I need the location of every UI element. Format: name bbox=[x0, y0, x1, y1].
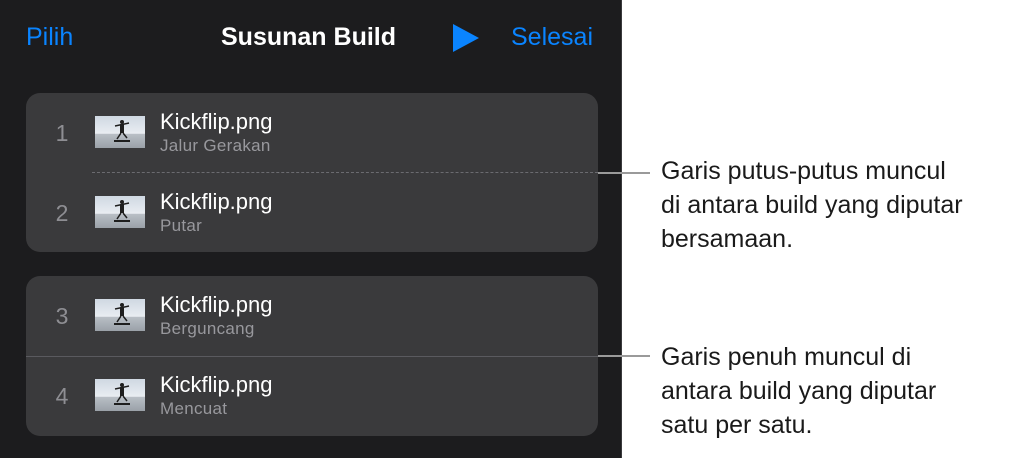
build-number: 2 bbox=[55, 200, 69, 226]
build-row[interactable]: 4 Kickflip.png Mencuat bbox=[26, 356, 598, 436]
play-icon[interactable] bbox=[451, 24, 479, 52]
build-number: 1 bbox=[55, 120, 69, 146]
build-row[interactable]: 2 Kickflip.png Putar bbox=[26, 173, 598, 253]
image-thumbnail bbox=[95, 299, 145, 331]
build-order-panel: Pilih Susunan Build Selesai 1 Kickflip.p… bbox=[0, 0, 622, 458]
panel-title: Susunan Build bbox=[221, 23, 396, 51]
done-button[interactable]: Selesai bbox=[511, 23, 593, 51]
build-number: 4 bbox=[55, 383, 69, 409]
file-name: Kickflip.png bbox=[160, 372, 273, 397]
file-name: Kickflip.png bbox=[160, 189, 273, 214]
file-name: Kickflip.png bbox=[160, 109, 273, 134]
callout-solid-text: Garis penuh muncul di antara build yang … bbox=[661, 343, 937, 439]
build-group-sequential: 3 Kickflip.png Berguncang 4 Kickflip.png… bbox=[26, 276, 598, 436]
solid-separator bbox=[26, 356, 598, 357]
image-thumbnail bbox=[95, 379, 145, 411]
dashed-separator bbox=[92, 172, 598, 173]
select-button[interactable]: Pilih bbox=[26, 23, 74, 51]
build-row[interactable]: 1 Kickflip.png Jalur Gerakan bbox=[26, 93, 598, 173]
build-number: 3 bbox=[55, 303, 69, 329]
image-thumbnail bbox=[95, 116, 145, 148]
callout-dashed-text: Garis putus-putus muncul di antara build… bbox=[661, 157, 963, 253]
image-thumbnail bbox=[95, 196, 145, 228]
file-name: Kickflip.png bbox=[160, 292, 273, 317]
callout-leader-dashed bbox=[598, 172, 650, 174]
effect-name: Putar bbox=[160, 216, 203, 235]
effect-name: Mencuat bbox=[160, 399, 228, 418]
build-group-together: 1 Kickflip.png Jalur Gerakan 2 Kickflip.… bbox=[26, 93, 598, 252]
build-row[interactable]: 3 Kickflip.png Berguncang bbox=[26, 276, 598, 357]
callout-leader-solid bbox=[598, 355, 650, 357]
effect-name: Berguncang bbox=[160, 319, 255, 338]
effect-name: Jalur Gerakan bbox=[160, 136, 271, 155]
